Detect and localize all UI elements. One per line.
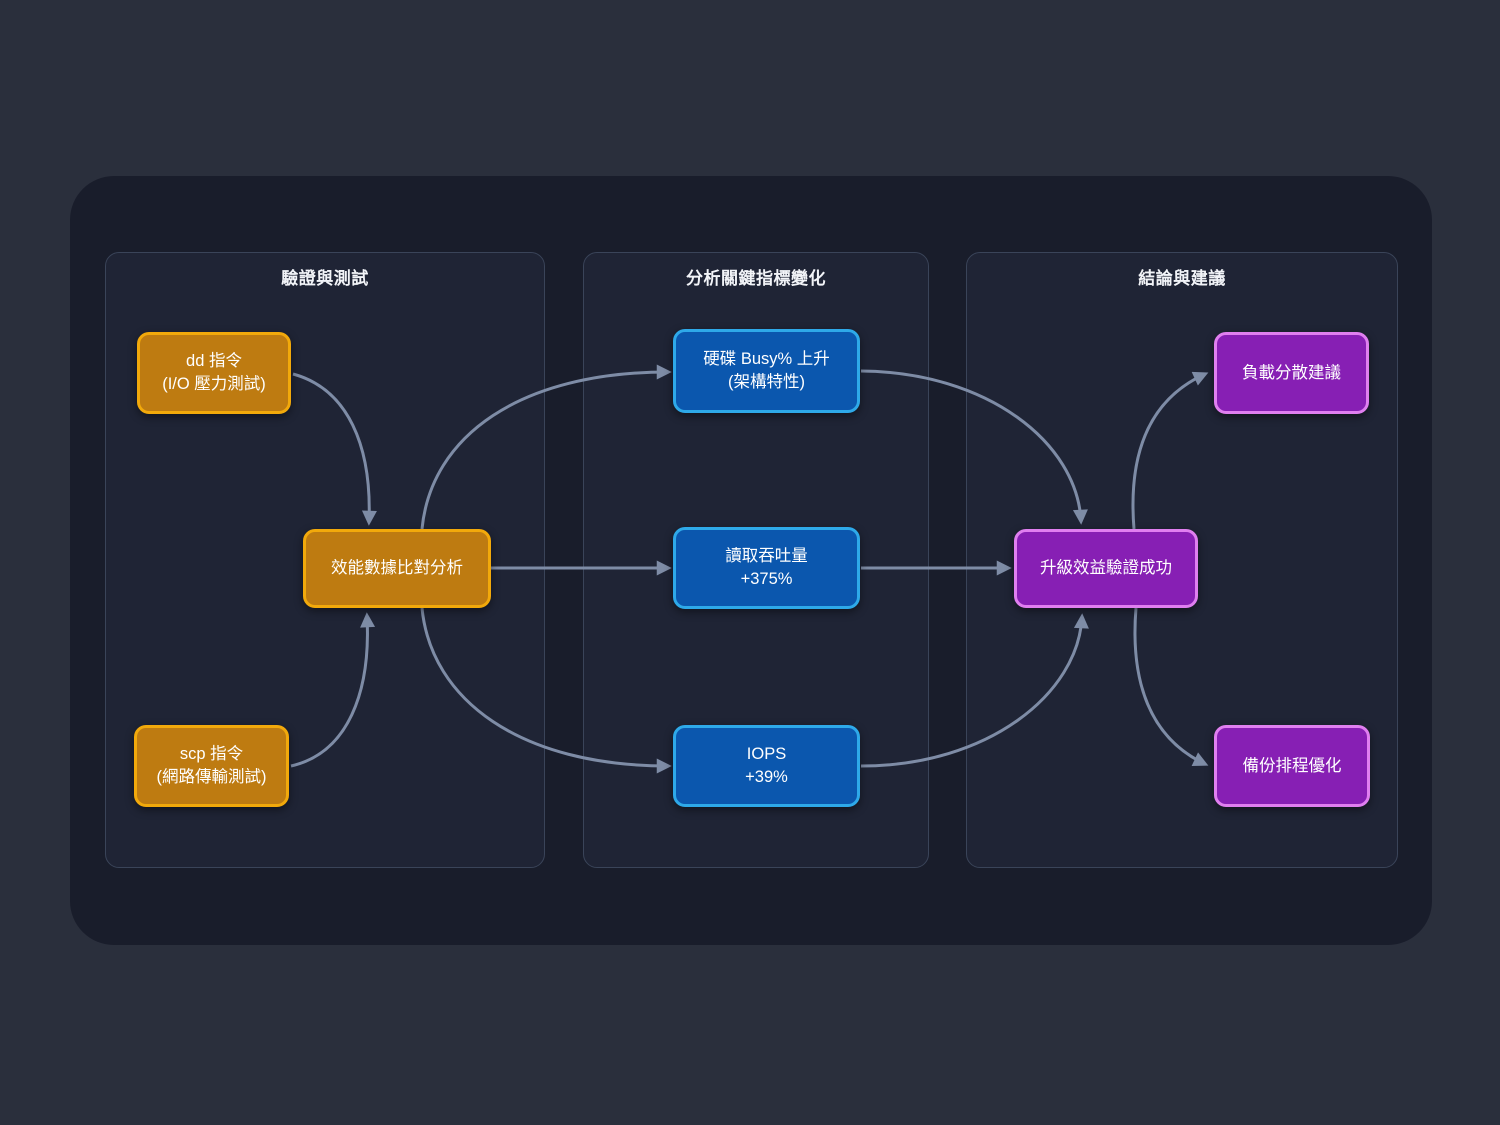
node-sublabel: (I/O 壓力測試) xyxy=(162,375,266,393)
node-sublabel: +39% xyxy=(745,768,788,786)
node-read-throughput: 讀取吞吐量 +375% xyxy=(673,527,860,609)
node-label: 備份排程優化 xyxy=(1242,756,1342,775)
node-label: IOPS xyxy=(746,745,787,763)
node-label: dd 指令 xyxy=(186,352,242,370)
node-upgrade-verified: 升級效益驗證成功 xyxy=(1014,529,1198,608)
group-title-conclusion: 結論與建議 xyxy=(1138,269,1226,288)
node-backup-schedule-optimization: 備份排程優化 xyxy=(1214,725,1370,807)
node-iops: IOPS +39% xyxy=(673,725,860,807)
node-scp-command: scp 指令 (網路傳輸測試) xyxy=(134,725,289,807)
node-label: 硬碟 Busy% 上升 xyxy=(703,350,830,368)
node-label: 負載分散建議 xyxy=(1242,363,1341,382)
node-dd-command: dd 指令 (I/O 壓力測試) xyxy=(137,332,291,414)
node-sublabel: +375% xyxy=(740,570,793,588)
group-title-testing: 驗證與測試 xyxy=(281,269,369,288)
group-title-analysis: 分析關鍵指標變化 xyxy=(686,269,826,288)
node-sublabel: (架構特性) xyxy=(728,373,805,391)
node-label: 效能數據比對分析 xyxy=(331,559,463,577)
node-performance-analysis: 效能數據比對分析 xyxy=(303,529,491,608)
node-load-sharing-advice: 負載分散建議 xyxy=(1214,332,1369,414)
node-label: 升級效益驗證成功 xyxy=(1040,559,1172,577)
node-label: scp 指令 xyxy=(179,745,244,763)
node-label: 讀取吞吐量 xyxy=(725,547,808,565)
node-disk-busy: 硬碟 Busy% 上升 (架構特性) xyxy=(673,329,860,413)
node-sublabel: (網路傳輸測試) xyxy=(156,768,267,786)
